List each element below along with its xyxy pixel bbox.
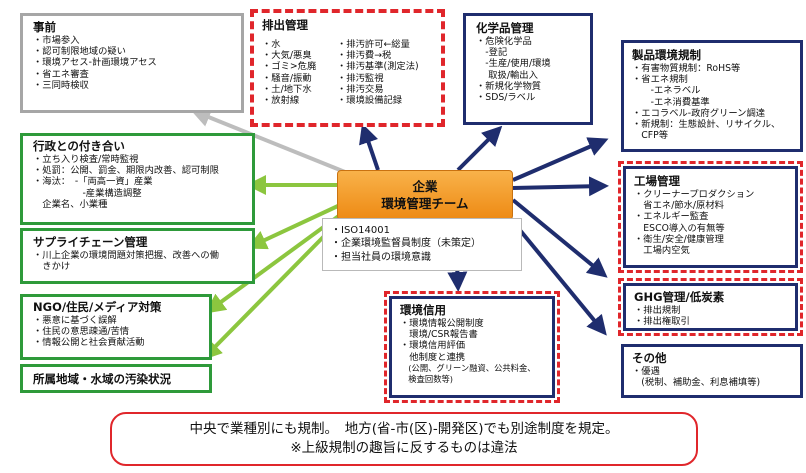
jizen-line: ・環境アセス-計画環境アセス bbox=[33, 57, 157, 69]
ghg-box: GHG管理/低炭素 ・排出規制 ・排出権取引 bbox=[618, 278, 803, 336]
shinyo-line: 環境/CSR報告書 bbox=[400, 329, 478, 341]
jizen-box: 事前 ・市場参入 ・認可制限地域の疑い ・環境アセス-計画環境アセス ・省エネ審… bbox=[20, 13, 244, 113]
haishutsu-right-line: ・排汚交易 bbox=[337, 83, 384, 95]
jizen-line: ・市場参入 bbox=[33, 35, 80, 46]
seihin-line: -エネラベル bbox=[632, 85, 701, 97]
bottom-line2: ※上級規制の趣旨に反するものは違法 bbox=[290, 440, 518, 456]
kojo-line: ・クリーナープロダクション bbox=[634, 189, 755, 200]
ngo-box: NGO/住民/メディア対策 ・悪意に基づく誤解 ・住民の意思疎通/苦情 ・情報公… bbox=[20, 294, 212, 360]
kagaku-line: -生産/使用/環境 bbox=[476, 58, 551, 70]
gyosei-line: ・海汰： -「両高一資」産業 bbox=[33, 176, 153, 188]
seihin-box: 製品環境規制 ・有害物質規制：RoHS等 ・省エネ規制 -エネラベル -エネ消費… bbox=[621, 40, 803, 152]
kojo-box: 工場管理 ・クリーナープロダクション 省エネ/節水/原材料 ・エネルギー監査 E… bbox=[618, 161, 803, 273]
shinyo-title: 環境信用 bbox=[400, 303, 446, 317]
gyosei-line: 企業名、小業種 bbox=[33, 198, 108, 210]
haishutsu-right-line: ・環境設備記録 bbox=[337, 95, 403, 107]
gyosei-title: 行政との付き合い bbox=[33, 139, 125, 153]
arrow-to-haishutsu bbox=[359, 123, 380, 171]
arrow-to-shozoku bbox=[201, 218, 342, 361]
arrow-to-jizen bbox=[190, 107, 346, 174]
ngo-line: ・情報公開と社会貢献活動 bbox=[33, 337, 145, 349]
ghg-title: GHG管理/低炭素 bbox=[634, 290, 725, 304]
bottom-note: 中央で業種別にも規制。 地方(省-市(区)-開発区)でも別途制度を規定。 ※上級… bbox=[110, 412, 698, 466]
arrow-to-kojo bbox=[512, 176, 609, 197]
haishutsu-left-line: ・大気/悪臭 bbox=[262, 50, 312, 62]
kagaku-line: ・新規化学物質 bbox=[476, 80, 542, 92]
shinyo-line: ・環境信用評価 bbox=[400, 340, 466, 352]
sonota-line: ・優遇 bbox=[632, 366, 660, 377]
iso-line: ・企業環境監督員制度（未策定） bbox=[331, 238, 481, 250]
arrow-to-kagaku bbox=[456, 125, 503, 172]
shinyo-box: 環境信用 ・環境情報公開制度 環境/CSR報告書 ・環境信用評価 他制度と連携 … bbox=[384, 291, 560, 403]
haishutsu-left-line: ・水 bbox=[262, 39, 281, 50]
shinyo-line: (公開、グリーン融資、公共料金、 bbox=[400, 362, 536, 373]
seihin-line: ・エコラベル-政府グリーン調達 bbox=[632, 107, 766, 119]
jizen-line: ・認可制限地域の疑い bbox=[33, 46, 126, 58]
supply-line: きかけ bbox=[33, 261, 71, 273]
haishutsu-box: 排出管理 ・水 ・大気/悪臭 ・ゴミ>危廃 ・騒音/振動 ・土/地下水 ・放射線… bbox=[250, 9, 445, 127]
kojo-title: 工場管理 bbox=[634, 174, 680, 188]
seihin-line: ・有害物質規制：RoHS等 bbox=[632, 63, 741, 74]
gyosei-line: -産業構造調整 bbox=[33, 187, 142, 199]
shinyo-line: 他制度と連携 bbox=[400, 351, 466, 363]
kojo-line: ESCO導入の有無等 bbox=[634, 222, 725, 234]
seihin-title: 製品環境規制 bbox=[632, 48, 701, 62]
ghg-line: ・排出権取引 bbox=[634, 316, 690, 328]
supply-line: ・川上企業の環境問題対策把握、改善への働 bbox=[33, 250, 219, 261]
gyosei-line: ・立ち入り検査/常時監視 bbox=[33, 154, 139, 165]
kagaku-title: 化学品管理 bbox=[476, 21, 534, 35]
iso-line: ・担当社員の環境意識 bbox=[331, 251, 431, 263]
arrow-to-ghg bbox=[511, 198, 608, 278]
sonota-line: (税制、補助金、利息補填等) bbox=[632, 377, 761, 389]
arrow-to-supply bbox=[246, 203, 341, 250]
seihin-line: ・省エネ規制 bbox=[632, 74, 688, 86]
jizen-line: ・省エネ審査 bbox=[33, 68, 89, 80]
seihin-line: CFP等 bbox=[632, 130, 669, 142]
bottom-line1: 中央で業種別にも規制。 地方(省-市(区)-開発区)でも別途制度を規定。 bbox=[189, 421, 619, 437]
center-line1: 企業 bbox=[412, 179, 438, 194]
kojo-line: ・エネルギー監査 bbox=[634, 211, 709, 223]
haishutsu-right-line: ・排汚費→税 bbox=[337, 50, 392, 62]
sonota-title: その他 bbox=[632, 351, 667, 365]
haishutsu-left-line: ・騒音/振動 bbox=[262, 72, 312, 84]
ngo-line: ・住民の意思疎通/苦情 bbox=[33, 326, 130, 338]
gyosei-box: 行政との付き合い ・立ち入り検査/常時監視 ・処罰：公開、罰金、期限内改善、認可… bbox=[20, 133, 255, 225]
haishutsu-right-line: ・排汚基準(測定法) bbox=[337, 61, 419, 73]
sonota-box: その他 ・優遇 (税制、補助金、利息補填等) bbox=[621, 344, 803, 398]
haishutsu-title: 排出管理 bbox=[262, 18, 308, 32]
jizen-line: ・三同時検収 bbox=[33, 79, 89, 91]
kojo-line: 省エネ/節水/原材料 bbox=[634, 200, 724, 212]
center-team-box: 企業 環境管理チーム bbox=[337, 170, 513, 220]
kagaku-line: ・危険化学品 bbox=[476, 36, 532, 47]
iso-line: ・ISO14001 bbox=[331, 225, 390, 236]
haishutsu-right-line: ・排汚監視 bbox=[337, 72, 384, 84]
kagaku-line: 取扱/輸出入 bbox=[476, 69, 538, 81]
shozoku-title: 所属地域・水域の汚染状況 bbox=[33, 372, 171, 386]
kojo-line: ・衛生/安全/健康管理 bbox=[634, 233, 724, 245]
jizen-title: 事前 bbox=[33, 20, 56, 34]
ghg-line: ・排出規制 bbox=[634, 305, 681, 316]
seihin-line: -エネ消費基準 bbox=[632, 96, 710, 108]
gyosei-line: ・処罰：公開、罰金、期限内改善、認可制限 bbox=[33, 165, 219, 177]
kojo-line: 工場内空気 bbox=[634, 245, 690, 257]
seihin-line: ・新規制：生態設計、リサイクル、 bbox=[632, 119, 781, 131]
iso-box: ・ISO14001 ・企業環境監督員制度（未策定） ・担当社員の環境意識 bbox=[322, 218, 522, 271]
ngo-line: ・悪意に基づく誤解 bbox=[33, 315, 117, 326]
kagaku-box: 化学品管理 ・危険化学品 -登記 -生産/使用/環境 取扱/輸出入 ・新規化学物… bbox=[463, 13, 593, 125]
haishutsu-left-line: ・ゴミ>危廃 bbox=[262, 61, 317, 73]
arrow-to-ngo bbox=[205, 213, 342, 314]
shinyo-line: ・環境情報公開制度 bbox=[400, 318, 484, 329]
arrow-to-seihin bbox=[512, 137, 609, 182]
ngo-title: NGO/住民/メディア対策 bbox=[33, 300, 162, 314]
shozoku-box: 所属地域・水域の汚染状況 bbox=[20, 364, 212, 393]
kagaku-line: -登記 bbox=[476, 47, 508, 59]
shinyo-line: 検査回数等) bbox=[400, 374, 454, 385]
center-line2: 環境管理チーム bbox=[381, 196, 469, 211]
haishutsu-left-line: ・放射線 bbox=[262, 95, 300, 107]
haishutsu-left-line: ・土/地下水 bbox=[262, 83, 312, 95]
haishutsu-right-line: ・排汚許可←総量 bbox=[337, 39, 410, 50]
supply-box: サプライチェーン管理 ・川上企業の環境問題対策把握、改善への働 きかけ bbox=[20, 228, 255, 284]
kagaku-line: ・SDS/ラベル bbox=[476, 92, 536, 104]
supply-title: サプライチェーン管理 bbox=[33, 235, 148, 249]
